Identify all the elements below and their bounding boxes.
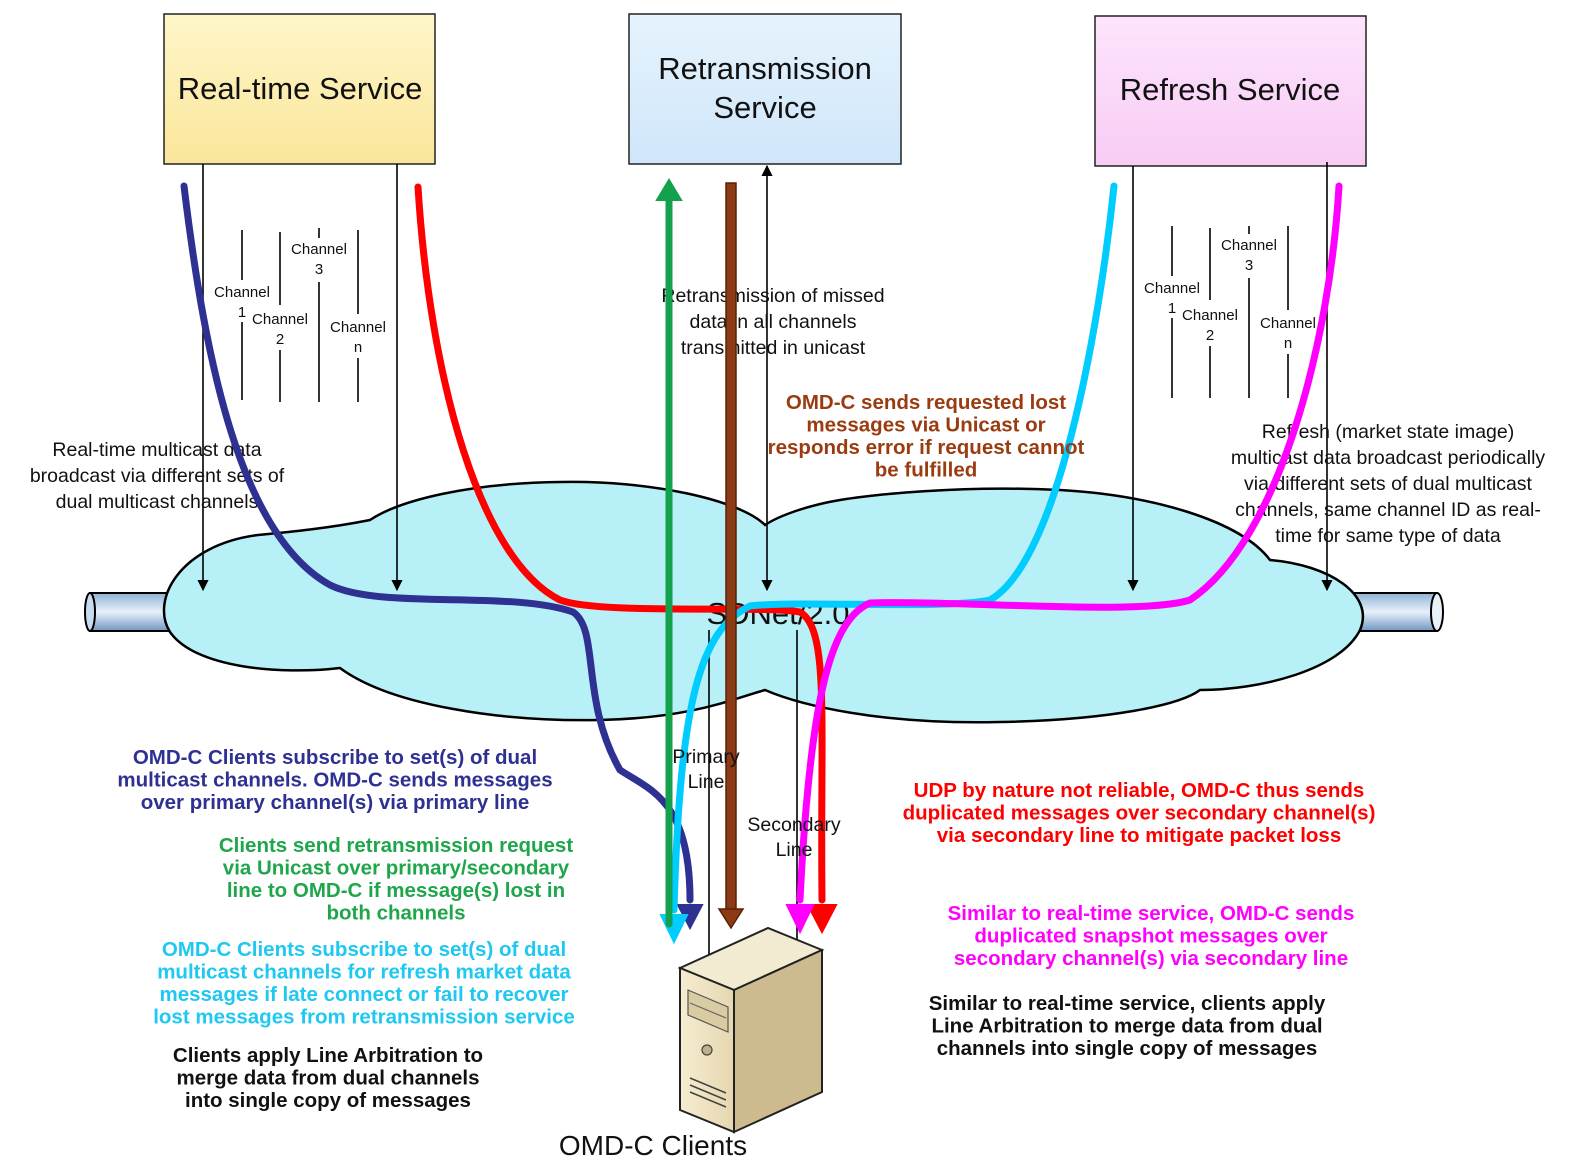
clients-refresh-line: messages if late connect or fail to reco… bbox=[159, 983, 568, 1006]
udp-note-line: via secondary line to mitigate packet lo… bbox=[937, 824, 1341, 847]
similar-arbitration-line: channels into single copy of messages bbox=[937, 1037, 1318, 1060]
flows bbox=[180, 178, 1343, 945]
service-arrows bbox=[197, 162, 1333, 970]
refresh-channel-markers bbox=[1171, 226, 1289, 398]
primary-label-1: Primary bbox=[672, 746, 739, 768]
realtime-desc-line: dual multicast channels bbox=[56, 491, 259, 513]
rf-channel-3-label: Channel bbox=[1221, 237, 1277, 254]
refresh-description: Refresh (market state image) multicast da… bbox=[1231, 421, 1546, 547]
clients-retrans-line: line to OMD-C if message(s) lost in bbox=[227, 879, 565, 902]
realtime-service-box: Real-time Service bbox=[163, 13, 436, 165]
realtime-desc-line: broadcast via different sets of bbox=[30, 465, 285, 487]
brown-response-arrow bbox=[725, 182, 737, 912]
rf-channel-2-label: Channel bbox=[1182, 307, 1238, 324]
refresh-desc-line: Refresh (market state image) bbox=[1262, 421, 1515, 443]
server-icon bbox=[677, 926, 825, 1134]
similar-arbitration-line: Line Arbitration to merge data from dual bbox=[931, 1015, 1322, 1038]
clients-subscribe-line: over primary channel(s) via primary line bbox=[141, 791, 530, 814]
omd-unicast-line: OMD-C sends requested lost bbox=[786, 391, 1066, 414]
clients-label: OMD-C Clients bbox=[559, 1130, 747, 1161]
snapshot-note-line: duplicated snapshot messages over bbox=[974, 925, 1327, 948]
clients-refresh-note: OMD-C Clients subscribe to set(s) of dua… bbox=[153, 938, 575, 1029]
network-pipe-right bbox=[1344, 592, 1444, 632]
rt-channel-1-label: Channel bbox=[214, 284, 270, 301]
secondary-label-2: Line bbox=[776, 839, 813, 861]
magenta-arrowhead bbox=[785, 904, 815, 935]
navy-primary-flow bbox=[180, 182, 694, 904]
rf-channel-1-num: 1 bbox=[1168, 300, 1176, 317]
refresh-desc-line: via different sets of dual multicast bbox=[1244, 473, 1533, 495]
retransmission-service-title-1: Retransmission bbox=[658, 51, 872, 86]
retransmission-service-box: Retransmission Service bbox=[628, 13, 902, 165]
refresh-desc-line: time for same type of data bbox=[1275, 525, 1501, 547]
clients-retrans-line: Clients send retransmission request bbox=[219, 834, 573, 857]
retrans-desc-line: transmitted in unicast bbox=[681, 337, 866, 359]
rt-channel-1-num: 1 bbox=[238, 304, 246, 321]
red-arrowhead bbox=[806, 904, 838, 935]
clients-subscribe-line: multicast channels. OMD-C sends messages bbox=[117, 769, 552, 792]
clients-refresh-line: lost messages from retransmission servic… bbox=[153, 1006, 575, 1029]
realtime-channel-labels: Channel 1 Channel 2 Channel 3 Channel n bbox=[214, 241, 386, 356]
omd-unicast-line: be fulfilled bbox=[875, 459, 978, 482]
realtime-description: Real-time multicast data broadcast via di… bbox=[30, 439, 285, 513]
magenta-refresh-flow bbox=[796, 182, 1343, 904]
rt-channel-2-num: 2 bbox=[276, 331, 284, 348]
clients-retrans-line: via Unicast over primary/secondary bbox=[223, 857, 570, 880]
clients-arbitration-line: merge data from dual channels bbox=[176, 1067, 479, 1090]
retransmission-description: Retransmission of missed data in all chan… bbox=[661, 285, 884, 359]
similar-arbitration-note: Similar to real-time service, clients ap… bbox=[929, 992, 1326, 1060]
retrans-desc-line: Retransmission of missed bbox=[661, 285, 884, 307]
realtime-service-title: Real-time Service bbox=[178, 71, 423, 106]
rf-channel-3-num: 3 bbox=[1245, 257, 1253, 274]
primary-label-2: Line bbox=[688, 771, 725, 793]
clients-subscribe-note: OMD-C Clients subscribe to set(s) of dua… bbox=[117, 746, 552, 814]
rf-channel-1-label: Channel bbox=[1144, 280, 1200, 297]
clients-subscribe-line: OMD-C Clients subscribe to set(s) of dua… bbox=[133, 746, 537, 769]
line-labels: Primary Line Secondary Line bbox=[672, 746, 840, 861]
similar-arbitration-line: Similar to real-time service, clients ap… bbox=[929, 992, 1326, 1015]
retrans-desc-line: data in all channels bbox=[690, 311, 857, 333]
secondary-label-1: Secondary bbox=[747, 814, 840, 836]
brown-arrowhead bbox=[717, 908, 745, 930]
refresh-desc-line: multicast data broadcast periodically bbox=[1231, 447, 1546, 469]
omd-unicast-line: responds error if request cannot bbox=[768, 436, 1085, 459]
clients-refresh-line: OMD-C Clients subscribe to set(s) of dua… bbox=[162, 938, 566, 961]
rt-channel-n-num: n bbox=[354, 339, 362, 356]
clients-arbitration-line: into single copy of messages bbox=[185, 1089, 471, 1112]
refresh-desc-line: channels, same channel ID as real- bbox=[1235, 499, 1541, 521]
refresh-service-box: Refresh Service bbox=[1094, 15, 1367, 167]
realtime-desc-line: Real-time multicast data bbox=[52, 439, 261, 461]
udp-note: UDP by nature not reliable, OMD-C thus s… bbox=[903, 779, 1376, 847]
retransmission-service-title-2: Service bbox=[713, 90, 816, 125]
rt-channel-2-label: Channel bbox=[252, 311, 308, 328]
clients-retrans-line: both channels bbox=[327, 902, 466, 925]
snapshot-note-line: secondary channel(s) via secondary line bbox=[954, 947, 1348, 970]
refresh-channel-labels: Channel 1 Channel 2 Channel 3 Channel n bbox=[1144, 237, 1316, 352]
omd-unicast-line: messages via Unicast or bbox=[806, 414, 1045, 437]
udp-note-line: duplicated messages over secondary chann… bbox=[903, 802, 1376, 825]
cyan-arrowhead bbox=[659, 914, 689, 945]
snapshot-note: Similar to real-time service, OMD-C send… bbox=[948, 902, 1355, 970]
refresh-service-title: Refresh Service bbox=[1120, 72, 1341, 107]
clients-refresh-line: multicast channels for refresh market da… bbox=[157, 961, 571, 984]
rt-channel-n-label: Channel bbox=[330, 319, 386, 336]
udp-note-line: UDP by nature not reliable, OMD-C thus s… bbox=[914, 779, 1365, 802]
green-arrowhead bbox=[655, 178, 683, 201]
snapshot-note-line: Similar to real-time service, OMD-C send… bbox=[948, 902, 1355, 925]
rt-channel-3-label: Channel bbox=[291, 241, 347, 258]
rf-channel-2-num: 2 bbox=[1206, 327, 1214, 344]
rf-channel-n-label: Channel bbox=[1260, 315, 1316, 332]
rf-channel-n-num: n bbox=[1284, 335, 1292, 352]
realtime-channel-markers bbox=[241, 228, 359, 402]
clients-arbitration-line: Clients apply Line Arbitration to bbox=[173, 1044, 483, 1067]
rt-channel-3-num: 3 bbox=[315, 261, 323, 278]
